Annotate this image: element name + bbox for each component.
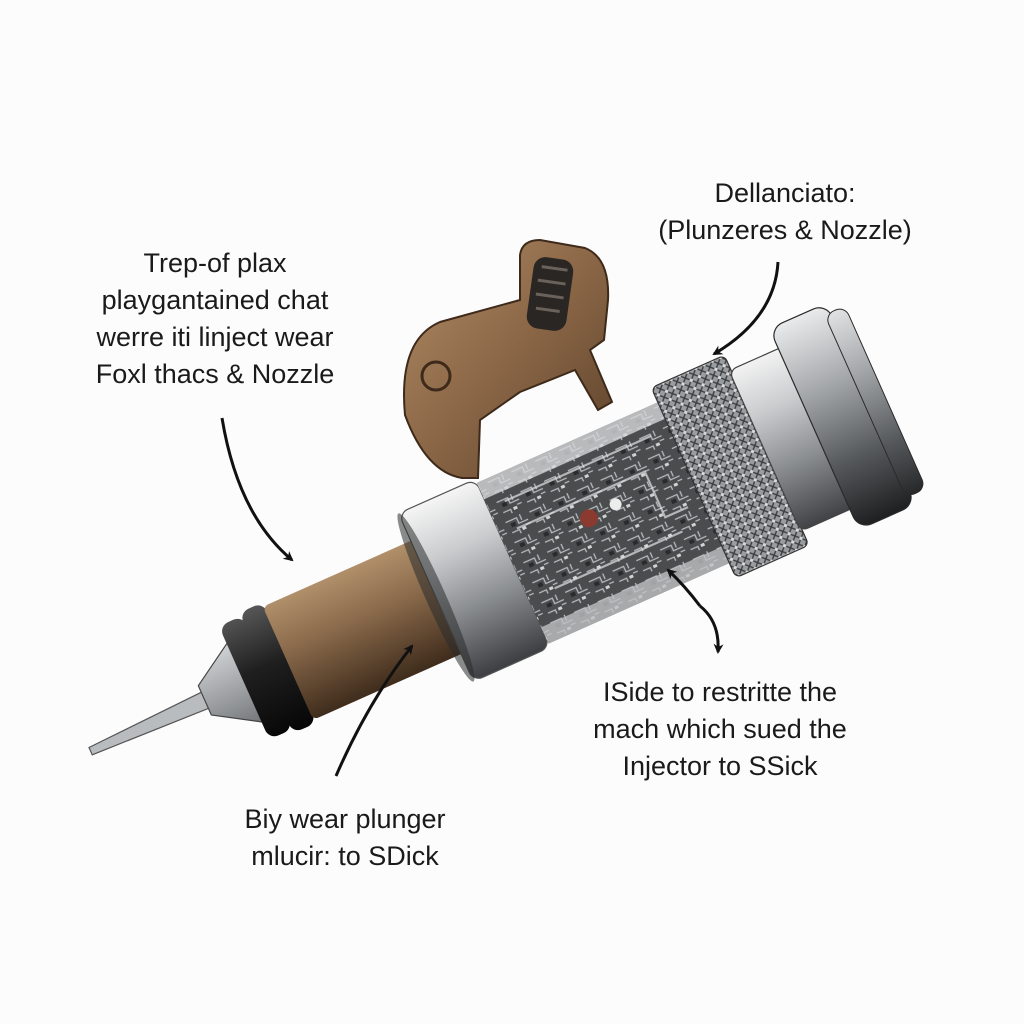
- bracket-pivot: [420, 360, 452, 392]
- needle-tip: [88, 689, 214, 756]
- callout-top-right-line-1: Dellanciato:: [714, 178, 856, 208]
- callout-top-left-line-3: werre iti linject wear: [96, 322, 334, 352]
- injector-body: [88, 307, 924, 756]
- callout-mid-right-line-3: Injector to SSick: [622, 751, 818, 781]
- callout-top-left-line-1: Trep-of plax: [143, 248, 287, 278]
- bracket-slot: [526, 257, 574, 331]
- callout-mid-right-line-1: ISide to restritte the: [602, 677, 838, 707]
- arrow-top-left: [220, 417, 294, 562]
- seal-ring-inner: [242, 605, 314, 731]
- callout-top-right-line-2: (Plunzeres & Nozzle): [658, 215, 912, 245]
- callout-bottom-line-2: mlucir: to SDick: [251, 841, 439, 871]
- bronze-sleeve: [264, 539, 467, 719]
- callout-top-left-line-4: Foxl thacs & Nozzle: [95, 359, 335, 389]
- arrow-mid-right-out: [699, 604, 724, 654]
- callout-top-left-line-2: playgantained chat: [101, 285, 329, 315]
- arrow-top-right: [712, 261, 780, 356]
- bronze-bracket: [403, 238, 614, 479]
- callout-top-right: Dellanciato: (Plunzeres & Nozzle): [630, 175, 940, 249]
- callout-bottom: Biy wear plunger mlucir: to SDick: [195, 801, 495, 875]
- seal-ring-outer: [222, 618, 290, 737]
- callout-mid-right: ISide to restritte the mach which sued t…: [555, 674, 885, 785]
- callout-top-left: Trep-of plax playgantained chat werre it…: [60, 245, 370, 393]
- callout-mid-right-line-2: mach which sued the: [593, 714, 847, 744]
- arrow-bottom: [334, 644, 414, 777]
- arrow-mid-right-in: [666, 568, 702, 607]
- callout-bottom-line-1: Biy wear plunger: [244, 804, 446, 834]
